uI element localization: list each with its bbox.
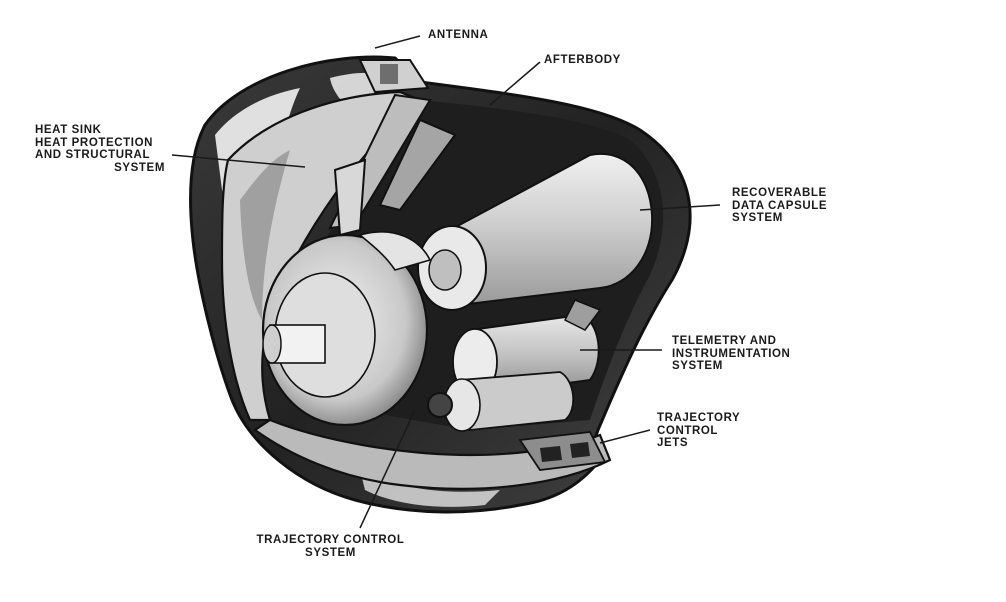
antenna-housing — [358, 59, 430, 94]
label-traj-jets-line-2: CONTROL — [657, 424, 719, 437]
data-capsule — [417, 152, 654, 311]
label-traj-jets-line-1: TRAJECTORY — [657, 412, 741, 424]
leader-data-capsule — [639, 204, 721, 211]
label-traj-jets: TRAJECTORY CONTROL JETS — [657, 412, 740, 450]
structural-truss — [328, 93, 457, 237]
lower-skirt — [253, 418, 612, 490]
label-afterbody: AFTERBODY — [544, 54, 621, 67]
label-data-capsule-line-1: RECOVERABLE — [732, 187, 827, 199]
leader-antenna — [374, 35, 421, 49]
label-traj-system-line-2: SYSTEM — [305, 546, 356, 559]
label-data-capsule: RECOVERABLE DATA CAPSULE SYSTEM — [732, 187, 827, 225]
trajectory-control-disc — [261, 231, 432, 427]
label-traj-system: TRAJECTORY CONTROL SYSTEM — [248, 534, 413, 559]
label-heat-sink-line-1: HEAT SINK — [35, 124, 102, 136]
label-data-capsule-line-3: SYSTEM — [732, 212, 783, 224]
label-data-capsule-line-2: DATA CAPSULE — [732, 199, 828, 212]
label-afterbody-line-1: AFTERBODY — [544, 54, 621, 66]
label-heat-sink: HEAT SINK HEAT PROTECTION AND STRUCTURAL… — [35, 124, 165, 174]
leader-traj-system — [359, 409, 416, 529]
label-heat-sink-line-4: SYSTEM — [114, 161, 165, 174]
label-heat-sink-line-3: AND STRUCTURAL — [35, 149, 151, 161]
label-telemetry-line-2: INSTRUMENTATION — [672, 347, 791, 360]
label-telemetry-line-3: SYSTEM — [672, 360, 723, 372]
leader-traj-jets — [599, 429, 651, 444]
leader-heat-sink — [171, 154, 306, 168]
label-telemetry: TELEMETRY AND INSTRUMENTATION SYSTEM — [672, 335, 790, 373]
label-antenna-line-1: ANTENNA — [428, 29, 489, 41]
label-traj-jets-line-3: JETS — [657, 437, 689, 449]
shell-highlight-4 — [360, 470, 500, 507]
heat-sink-wall-shade — [240, 150, 290, 320]
label-telemetry-line-1: TELEMETRY AND — [672, 335, 777, 347]
control-jet-joint — [427, 392, 453, 418]
label-traj-system-line-1: TRAJECTORY CONTROL — [256, 534, 405, 546]
label-antenna: ANTENNA — [428, 29, 488, 42]
leader-lines — [171, 35, 721, 529]
telemetry-cylinders — [443, 299, 602, 432]
leader-afterbody — [489, 61, 541, 106]
label-heat-sink-line-2: HEAT PROTECTION — [35, 136, 154, 149]
